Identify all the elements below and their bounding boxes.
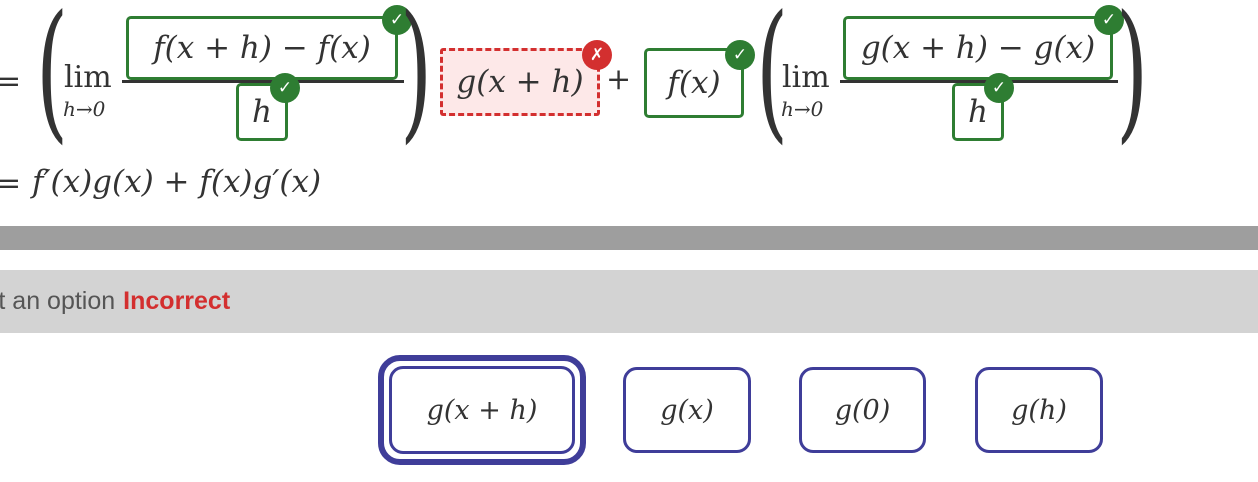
numerator-blank-2[interactable]: g(x + h) − g(x) xyxy=(843,16,1113,80)
correct-check-icon: ✓ xyxy=(725,40,755,70)
left-paren: ( xyxy=(756,0,789,158)
option-label: g(h) xyxy=(1011,394,1067,426)
incorrect-cross-icon: ✗ xyxy=(582,40,612,70)
numerator-text: f(x + h) − f(x) xyxy=(153,30,371,66)
option-g-h[interactable]: g(h) xyxy=(975,367,1103,453)
denominator-text: h xyxy=(252,94,272,130)
fraction-bar xyxy=(122,80,404,83)
feedback-bar: ect an option Incorrect xyxy=(0,270,1258,333)
blank-answer-text: g(x + h) xyxy=(456,64,584,100)
option-g-0[interactable]: g(0) xyxy=(799,367,926,453)
limit-subscript: h→0 xyxy=(63,97,106,121)
option-g-x-plus-h[interactable]: g(x + h) xyxy=(378,355,586,465)
right-paren: ) xyxy=(400,0,433,158)
option-label: g(x) xyxy=(660,394,714,426)
option-g-x[interactable]: g(x) xyxy=(623,367,751,453)
section-divider xyxy=(0,226,1258,250)
numerator-text: g(x + h) − g(x) xyxy=(860,30,1096,66)
answer-blank-incorrect[interactable]: g(x + h) xyxy=(440,48,600,116)
denominator-text: h xyxy=(968,94,988,130)
correct-check-icon: ✓ xyxy=(270,73,300,103)
feedback-status: Incorrect xyxy=(123,287,231,315)
fraction-bar xyxy=(840,80,1118,83)
equals-sign: = xyxy=(0,166,22,201)
factor-text: f(x) xyxy=(667,65,721,101)
result-expression: f′(x)g(x) + f(x)g′(x) xyxy=(32,164,322,200)
limit-subscript: h→0 xyxy=(781,97,824,121)
left-paren: ( xyxy=(36,0,69,158)
correct-check-icon: ✓ xyxy=(382,5,412,35)
option-label: g(x + h) xyxy=(426,394,538,426)
limit-label: lim xyxy=(64,60,112,95)
denominator-blank-2[interactable]: h xyxy=(952,83,1004,141)
plus-sign: + xyxy=(606,62,632,97)
numerator-blank-1[interactable]: f(x + h) − f(x) xyxy=(126,16,398,80)
option-label: g(0) xyxy=(834,394,891,426)
correct-check-icon: ✓ xyxy=(1094,5,1124,35)
equals-sign: = xyxy=(0,64,22,99)
feedback-prompt: ect an option xyxy=(0,287,116,315)
correct-check-icon: ✓ xyxy=(984,73,1014,103)
right-paren: ) xyxy=(1116,0,1149,158)
limit-label: lim xyxy=(782,60,830,95)
